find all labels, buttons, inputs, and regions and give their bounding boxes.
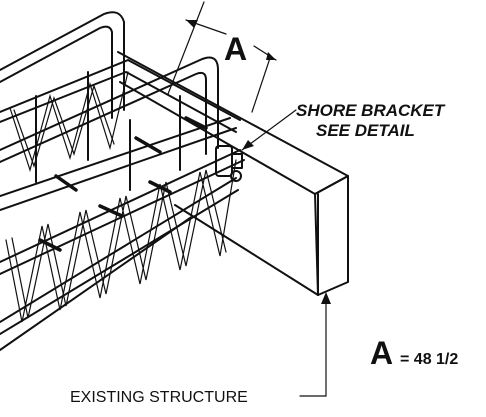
shore-bracket-leader <box>241 109 297 151</box>
shore-bracket-callout-line1: SHORE BRACKET <box>296 101 446 120</box>
dimension-definition-value: = 48 1/2 <box>400 351 458 368</box>
gangway-truss <box>0 11 245 351</box>
dimension-a-label: A <box>224 31 247 67</box>
existing-structure-block <box>117 51 349 296</box>
existing-structure-label: EXISTING STRUCTURE <box>70 389 248 406</box>
shore-bracket-callout-line2: SEE DETAIL <box>316 121 415 140</box>
existing-structure-leader <box>299 292 331 397</box>
dimension-a <box>167 1 277 113</box>
shore-bracket <box>215 145 243 182</box>
dimension-definition-letter: A <box>370 335 393 371</box>
